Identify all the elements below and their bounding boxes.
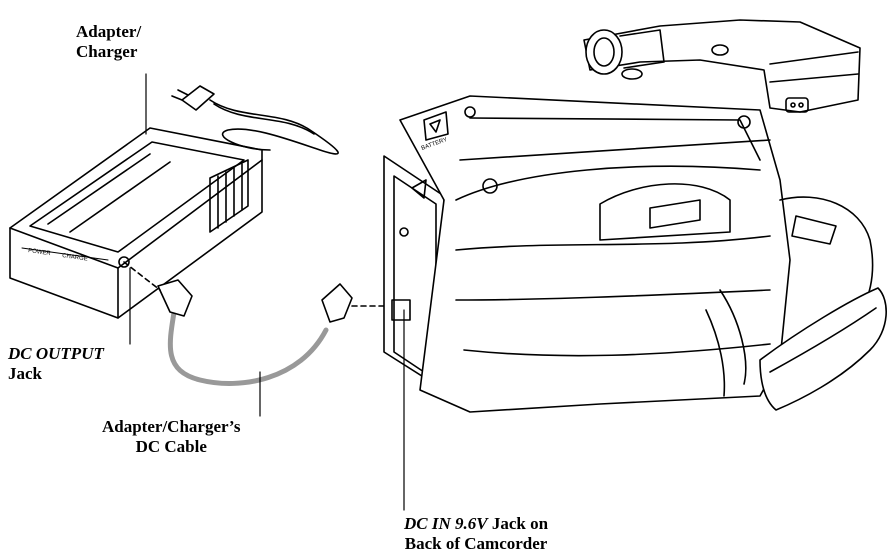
dc-in-label-rest: Jack on (487, 514, 549, 533)
dc-cable-label: Adapter/Charger’s DC Cable (102, 417, 240, 457)
dc-output-label-italic: DC OUTPUT (8, 344, 104, 363)
dc-in-label-italic: DC IN 9.6V (404, 514, 488, 533)
dc-output-label-rest: Jack (8, 364, 42, 383)
dc-cable-label-line2: DC Cable (135, 437, 207, 456)
dc-in-label-line2: Back of Camcorder (404, 534, 548, 553)
dc-cable-label-line1: Adapter/Charger’s (102, 417, 241, 436)
power-text: POWER (28, 248, 52, 257)
dc-in-jack-label: DC IN 9.6V Jack on Back of Camcorder (404, 514, 548, 554)
adapter-charger-illustration (9, 85, 339, 319)
leader-lines (129, 73, 405, 511)
charge-text: CHARGE (62, 253, 88, 263)
dc-output-jack-label: DC OUTPUT Jack (8, 344, 104, 384)
adapter-charger-label: Adapter/ Charger (76, 22, 141, 62)
adapter-charger-label-line2: Charger (76, 42, 138, 61)
dc-in-label-line1: DC IN 9.6V Jack on (404, 514, 548, 534)
camcorder-illustration (383, 19, 887, 413)
dc-cable-illustration (123, 261, 391, 386)
adapter-charger-label-line1: Adapter/ (76, 22, 142, 41)
